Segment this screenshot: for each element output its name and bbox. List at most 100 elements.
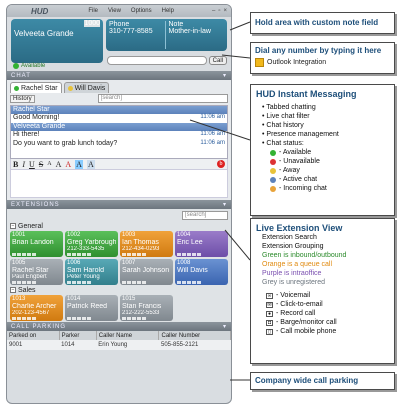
barge-icon[interactable] [82,281,86,284]
email-icon[interactable] [127,281,131,284]
my-status-card[interactable]: 1000 Velveeta Grande [11,19,103,63]
font-color-button[interactable]: A [65,159,72,169]
collapse-icon[interactable]: ▾ [222,202,227,208]
column-header[interactable]: Parked on [7,331,60,340]
record-icon[interactable] [77,281,81,284]
barge-icon[interactable] [27,253,31,256]
chat-tab-rachel[interactable]: Rachel Star [10,82,62,93]
menu-file[interactable]: File [88,8,99,14]
font-button[interactable]: A [86,159,95,169]
email-icon[interactable] [182,281,186,284]
voicemail-icon[interactable] [67,317,71,320]
note-column[interactable]: Note Mother-in-law [164,21,225,49]
table-row[interactable]: 9001 1014 Erin Young 505-855-2121 [7,340,231,350]
extension-search-input[interactable]: [search] [182,211,228,220]
barge-icon[interactable] [27,317,31,320]
email-icon[interactable] [17,281,21,284]
email-icon[interactable] [72,253,76,256]
chat-section-header[interactable]: CHAT ▾ [7,71,231,80]
mobile-icon[interactable] [142,253,146,256]
email-icon[interactable] [127,317,131,320]
record-icon[interactable] [132,281,136,284]
collapse-toggle-icon[interactable]: − [10,223,16,229]
collapse-toggle-icon[interactable]: − [10,287,16,293]
barge-icon[interactable] [82,317,86,320]
mobile-icon[interactable] [87,253,91,256]
record-icon[interactable] [22,317,26,320]
barge-icon[interactable] [27,281,31,284]
extensions-section-header[interactable]: EXTENSIONS ▾ [7,200,231,209]
email-icon[interactable] [17,317,21,320]
font-size-up-button[interactable]: A [55,159,62,169]
history-button[interactable]: History [10,94,35,103]
mobile-icon[interactable] [197,253,201,256]
mobile-icon[interactable] [32,281,36,284]
strike-button[interactable]: S [38,159,44,169]
record-icon[interactable] [77,253,81,256]
mobile-icon[interactable] [87,281,91,284]
voicemail-icon[interactable] [12,253,16,256]
presence-status[interactable]: Available [13,63,45,69]
voicemail-icon[interactable] [12,281,16,284]
email-icon[interactable] [127,253,131,256]
call-button[interactable]: Call [208,56,227,65]
barge-icon[interactable] [82,253,86,256]
collapse-icon[interactable]: ▾ [222,73,227,79]
record-icon[interactable] [77,317,81,320]
email-icon[interactable] [72,317,76,320]
voicemail-icon[interactable] [122,253,126,256]
record-icon[interactable] [187,253,191,256]
dial-input[interactable] [107,56,207,65]
barge-icon[interactable] [192,253,196,256]
note-text[interactable]: Mother-in-law [168,28,211,35]
barge-icon[interactable] [192,281,196,284]
parking-section-header[interactable]: CALL PARKING ▾ [7,322,231,331]
mobile-icon[interactable] [32,317,36,320]
chat-search-input[interactable]: [search] [97,94,228,103]
record-icon[interactable] [187,281,191,284]
menu-options[interactable]: Options [130,8,152,14]
highlight-button[interactable]: A [75,159,83,169]
column-header[interactable]: Caller Number [158,331,231,340]
email-icon[interactable] [17,253,21,256]
voicemail-icon[interactable] [12,317,16,320]
font-size-down-button[interactable]: A [47,161,52,167]
record-icon[interactable] [22,253,26,256]
menu-help[interactable]: Help [161,8,174,14]
record-icon[interactable] [132,317,136,320]
chat-tab-will[interactable]: Will Davis [63,82,110,93]
mobile-icon[interactable] [32,253,36,256]
chat-compose-input[interactable] [10,170,228,198]
barge-icon[interactable] [137,253,141,256]
close-button[interactable]: × [223,8,227,14]
italic-button[interactable]: I [22,159,26,169]
menu-view[interactable]: View [108,8,121,14]
email-icon[interactable] [72,281,76,284]
mobile-icon[interactable] [142,281,146,284]
barge-icon[interactable] [137,317,141,320]
underline-button[interactable]: U [29,159,35,169]
barge-icon[interactable] [137,281,141,284]
collapse-icon[interactable]: ▾ [222,324,227,330]
voicemail-icon[interactable] [67,253,71,256]
voicemail-icon[interactable] [177,253,181,256]
voicemail-icon[interactable] [67,281,71,284]
block-icon[interactable]: b [217,160,225,168]
voicemail-icon[interactable] [177,281,181,284]
record-icon[interactable] [22,281,26,284]
bold-button[interactable]: B [13,159,19,169]
hold-area[interactable]: Phone 310-777-8585 Note Mother-in-law [106,19,227,51]
minimize-button[interactable]: – [212,8,216,14]
maximize-button[interactable]: ▫ [218,8,221,14]
group-header-sales[interactable]: − Sales [7,286,231,294]
voicemail-icon[interactable] [122,317,126,320]
